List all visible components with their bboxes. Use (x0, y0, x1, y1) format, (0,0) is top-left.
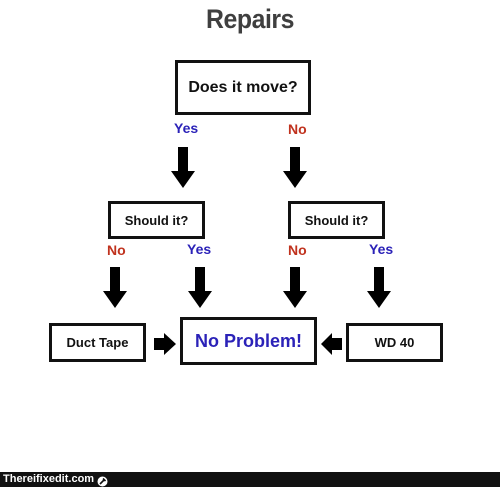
edge-label-left-no: No (107, 242, 126, 258)
node-does-it-move-label: Does it move? (188, 78, 298, 96)
node-should-it-right-label: Should it? (304, 212, 369, 228)
arrow-left-yes (188, 267, 212, 308)
edge-label-right-no: No (288, 242, 307, 258)
site-watermark: Thereifixedit.com (3, 473, 95, 485)
node-duct-tape: Duct Tape (49, 323, 146, 362)
arrow-wd40-to-no-problem (321, 333, 342, 355)
edge-label-q1-no: No (288, 121, 307, 137)
wrench-icon (97, 474, 108, 492)
edge-label-left-yes: Yes (187, 241, 212, 257)
arrow-right-no (283, 267, 307, 308)
arrow-q1-no (283, 147, 307, 188)
node-should-it-left: Should it? (108, 201, 205, 239)
edge-label-q1-yes: Yes (174, 120, 199, 136)
node-duct-tape-label: Duct Tape (66, 335, 129, 350)
node-wd40: WD 40 (346, 323, 443, 362)
arrow-duct-to-no-problem (154, 333, 176, 355)
arrow-right-yes (367, 267, 391, 308)
arrow-left-no (103, 267, 127, 308)
node-should-it-left-label: Should it? (124, 212, 189, 228)
node-wd40-label: WD 40 (374, 335, 415, 350)
edge-label-right-yes: Yes (369, 241, 394, 257)
node-no-problem: No Problem! (180, 317, 317, 365)
arrow-q1-yes (171, 147, 195, 188)
node-does-it-move: Does it move? (175, 60, 311, 115)
page-title: Repairs (206, 4, 294, 34)
node-should-it-right: Should it? (288, 201, 385, 239)
node-no-problem-label: No Problem! (194, 330, 302, 351)
footer-bar: Thereifixedit.com (0, 472, 500, 487)
